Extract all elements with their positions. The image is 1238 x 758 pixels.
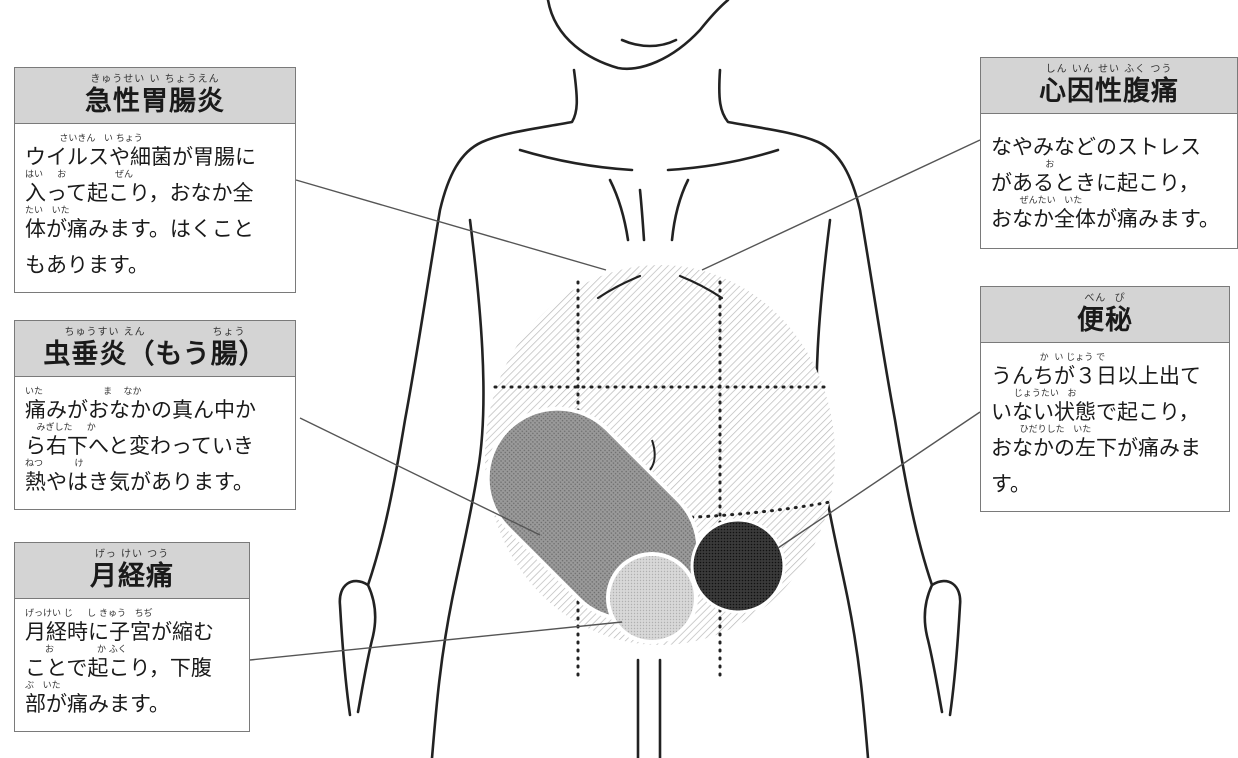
label-description: さいきん い ちょうウイルスや細菌が胃腸に はい お ぜん入って起こり，おなか全… — [15, 124, 295, 284]
leader-menstrual-pain — [250, 622, 622, 660]
label-description: か い じょう でうんちが３日以上出て じょうたい おいない状態で起こり， ひだ… — [981, 343, 1229, 503]
description-line: 入って起こり，おなか全 — [25, 181, 285, 206]
label-description: げっけい じ し きゅう ちぢ月経時に子宮が縮む お か ふくことで起こり，下腹… — [15, 599, 249, 723]
label-box-menstrual-pain: げっ けい つう 月経痛 げっけい じ し きゅう ちぢ月経時に子宮が縮む お … — [14, 542, 250, 732]
line-furigana: ぜんたい いた — [991, 196, 1227, 207]
description-line: ウイルスや細菌が胃腸に — [25, 145, 285, 170]
line-furigana: いた ま なか — [25, 387, 285, 398]
label-description: いた ま なか痛みがおなかの真ん中か みぎした から右下へと変わっていき ねつ … — [15, 377, 295, 501]
line-furigana — [991, 124, 1227, 135]
title-furigana: ちゅうすい えん ちょう — [15, 327, 295, 339]
line-furigana: じょうたい お — [991, 389, 1219, 400]
line-furigana: たい いた — [25, 206, 285, 217]
label-box-header: しん いん せい ふく つう 心因性腹痛 — [981, 58, 1237, 114]
label-box-appendicitis: ちゅうすい えん ちょう 虫垂炎（もう腸） いた ま なか痛みがおなかの真ん中か… — [14, 320, 296, 510]
label-box-header: ちゅうすい えん ちょう 虫垂炎（もう腸） — [15, 321, 295, 377]
description-line: いない状態で起こり， — [991, 400, 1219, 425]
line-furigana: みぎした か — [25, 423, 285, 434]
title-furigana: きゅうせい い ちょうえん — [15, 74, 295, 86]
description-line: おなかの左下が痛みま — [991, 436, 1219, 461]
line-furigana — [25, 242, 285, 253]
label-box-header: べん ぴ 便秘 — [981, 287, 1229, 343]
label-title: 心因性腹痛 — [981, 76, 1237, 108]
label-description: なやみなどのストレス おがあるときに起こり， ぜんたい いたおなか全体が痛みます… — [981, 114, 1237, 238]
label-box-constipation: べん ぴ 便秘 か い じょう でうんちが３日以上出て じょうたい おいない状態… — [980, 286, 1230, 512]
description-line: 体が痛みます。はくこと — [25, 217, 285, 242]
description-line: うんちが３日以上出て — [991, 364, 1219, 389]
line-furigana: ひだりした いた — [991, 425, 1219, 436]
description-line: もあります。 — [25, 253, 285, 278]
description-line: があるときに起こり， — [991, 171, 1227, 196]
title-furigana: しん いん せい ふく つう — [981, 64, 1237, 76]
line-furigana: ぶ いた — [25, 681, 239, 692]
colon-circle — [692, 520, 784, 612]
label-title: 虫垂炎（もう腸） — [15, 339, 295, 371]
description-line: 痛みがおなかの真ん中か — [25, 398, 285, 423]
label-title: 便秘 — [981, 305, 1229, 337]
uterus-circle — [608, 554, 696, 642]
label-title: 急性胃腸炎 — [15, 86, 295, 118]
label-title: 月経痛 — [15, 561, 249, 593]
line-furigana: げっけい じ し きゅう ちぢ — [25, 609, 239, 620]
line-furigana: お — [991, 160, 1227, 171]
description-line: す。 — [991, 472, 1219, 497]
line-furigana: さいきん い ちょう — [25, 134, 285, 145]
description-line: ことで起こり，下腹 — [25, 656, 239, 681]
description-line: おなか全体が痛みます。 — [991, 207, 1227, 232]
label-box-acute-gastroenteritis: きゅうせい い ちょうえん 急性胃腸炎 さいきん い ちょうウイルスや細菌が胃腸… — [14, 67, 296, 293]
line-furigana — [991, 461, 1219, 472]
line-furigana: お か ふく — [25, 645, 239, 656]
title-furigana: べん ぴ — [981, 293, 1229, 305]
label-box-psychogenic-pain: しん いん せい ふく つう 心因性腹痛 なやみなどのストレス おがあるときに起… — [980, 57, 1238, 249]
label-box-header: げっ けい つう 月経痛 — [15, 543, 249, 599]
leader-acute-gastroenteritis — [296, 180, 606, 270]
description-line: なやみなどのストレス — [991, 135, 1227, 160]
line-furigana: ねつ け — [25, 459, 285, 470]
description-line: 部が痛みます。 — [25, 692, 239, 717]
description-line: 月経時に子宮が縮む — [25, 620, 239, 645]
description-line: ら右下へと変わっていき — [25, 434, 285, 459]
title-furigana: げっ けい つう — [15, 549, 249, 561]
line-furigana: か い じょう で — [991, 353, 1219, 364]
line-furigana: はい お ぜん — [25, 170, 285, 181]
label-box-header: きゅうせい い ちょうえん 急性胃腸炎 — [15, 68, 295, 124]
description-line: 熱やはき気があります。 — [25, 470, 285, 495]
